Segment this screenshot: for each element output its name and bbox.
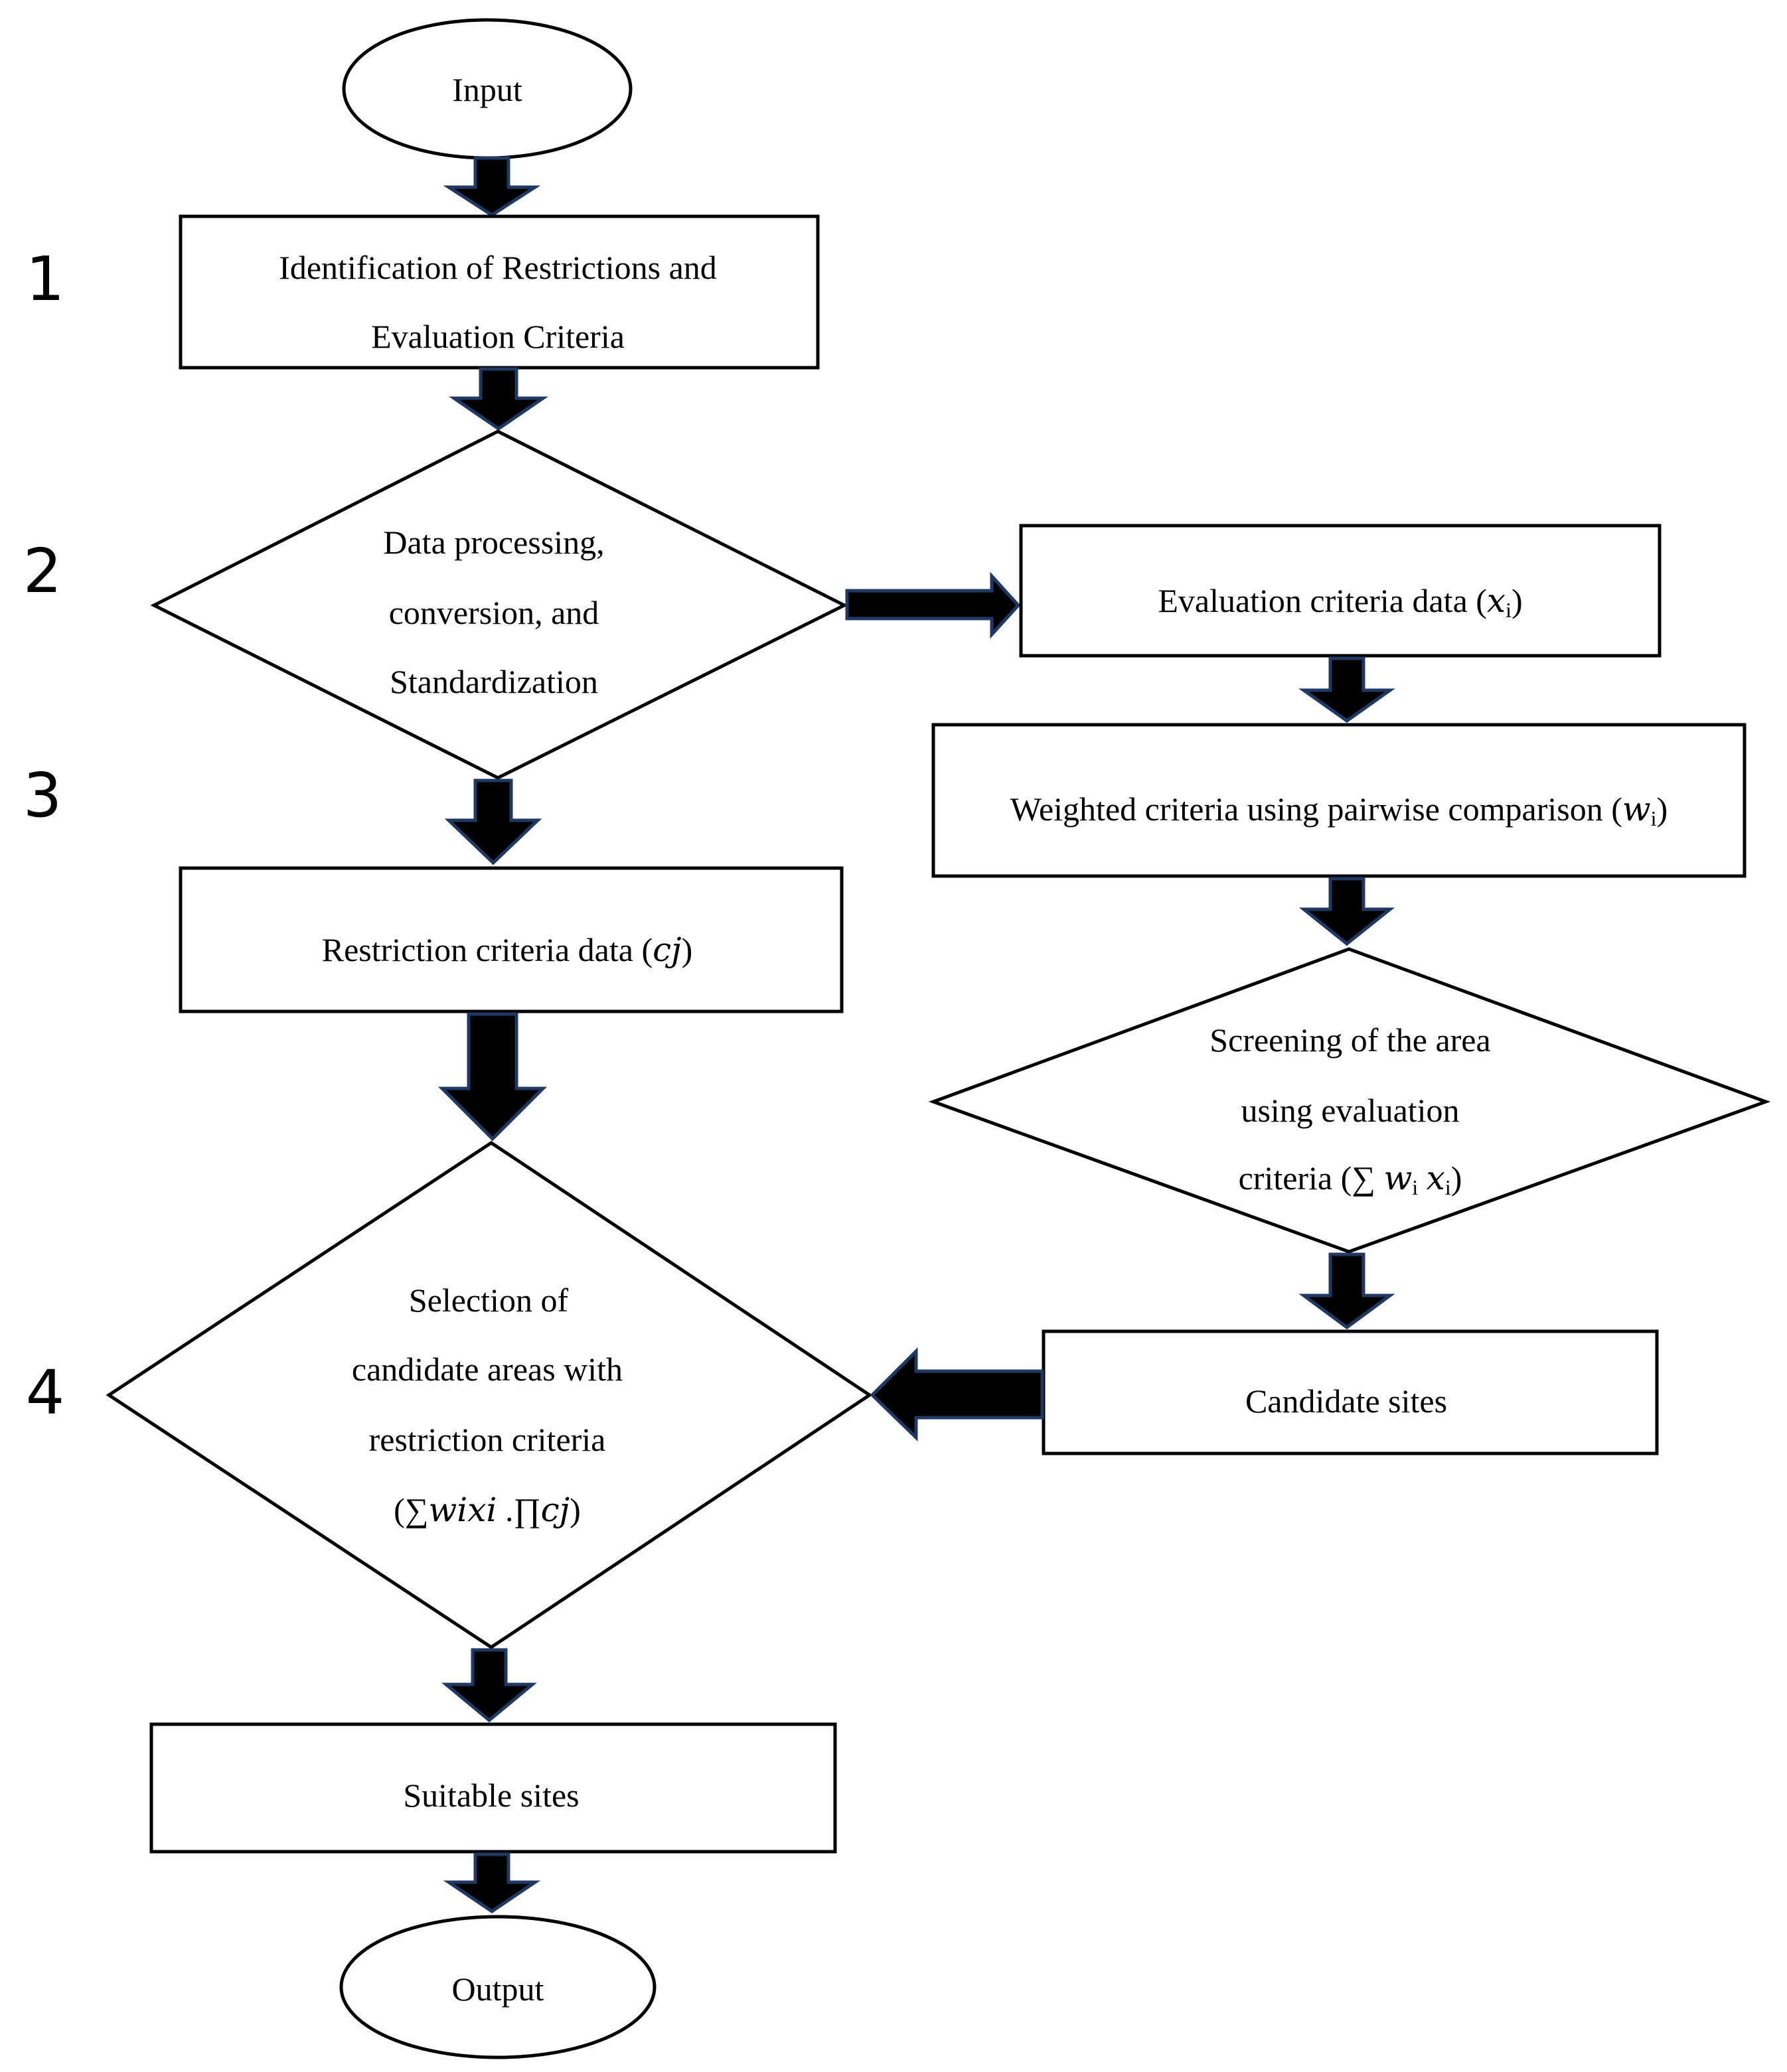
arrow-evaluation-to-weighted [1298, 656, 1395, 723]
suitable-sites-box [149, 1722, 837, 1854]
selection-line-1: Selection of [409, 1282, 569, 1319]
identification-line-2: Evaluation Criteria [371, 318, 625, 355]
output-label: Output [452, 1970, 544, 2008]
screening-line-2: using evaluation [1241, 1092, 1459, 1129]
screening-line-1: Screening of the area [1209, 1021, 1490, 1059]
data-processing-line-1: Data processing, [383, 524, 604, 561]
arrow-candidates-to-selection [870, 1347, 1044, 1442]
suitable-sites-label: Suitable sites [403, 1777, 579, 1814]
arrow-weighted-to-screening [1298, 877, 1395, 946]
arrow-restriction-to-selection [437, 1012, 548, 1142]
arrow-suitable-to-output [443, 1852, 541, 1914]
arrow-input-to-identification [443, 156, 541, 217]
candidate-sites-box [1042, 1329, 1659, 1455]
step-number-2: 2 [23, 536, 62, 607]
restriction-criteria-data-box [179, 866, 844, 1013]
arrow-screening-to-candidates [1298, 1252, 1395, 1330]
output-terminal [339, 1915, 657, 2059]
arrow-processing-to-restriction-data [444, 778, 542, 865]
restriction-criteria-data-label: Restriction criteria data (cj) [322, 930, 693, 969]
selection-line-4: (∑wixi .∏cj) [394, 1491, 581, 1529]
evaluation-criteria-data-box [1019, 524, 1662, 658]
candidate-sites-label: Candidate sites [1245, 1382, 1447, 1420]
data-processing-line-3: Standardization [390, 663, 598, 700]
data-processing-diamond [150, 429, 848, 780]
evaluation-criteria-data-label: Evaluation criteria data (xi) [1158, 581, 1522, 622]
screening-line-3: criteria (∑ wi xi) [1239, 1159, 1462, 1199]
arrow-processing-to-evaluation-data [845, 571, 1021, 639]
step-number-1: 1 [26, 244, 65, 315]
selection-diamond [106, 1141, 873, 1649]
selection-line-3: restriction criteria [369, 1421, 606, 1458]
data-processing-line-2: conversion, and [389, 594, 599, 631]
screening-diamond [928, 947, 1771, 1254]
selection-line-2: candidate areas with [352, 1351, 623, 1388]
step-number-3: 3 [23, 760, 62, 831]
weighted-criteria-box [931, 723, 1747, 878]
arrow-identification-to-processing [448, 367, 549, 431]
identification-line-1: Identification of Restrictions and [279, 249, 717, 286]
weighted-criteria-label: Weighted criteria using pairwise compari… [1010, 790, 1668, 830]
input-label: Input [452, 71, 522, 108]
arrow-selection-to-suitable [441, 1648, 537, 1723]
identification-box [179, 214, 820, 370]
step-number-4: 4 [26, 1357, 65, 1428]
